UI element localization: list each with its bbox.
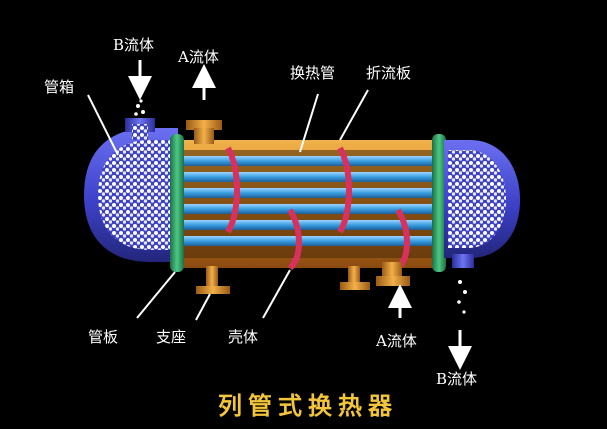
supports [196, 266, 370, 294]
label-header: 管箱 [44, 78, 74, 96]
tube-sheets [170, 134, 446, 272]
label-b-fluid-out: B流体 [436, 370, 477, 388]
label-support: 支座 [156, 328, 186, 346]
label-baffle: 折流板 [366, 64, 411, 82]
label-b-fluid-in: B流体 [113, 36, 154, 54]
a-fluid-outlet-nozzle [186, 120, 222, 144]
right-header [444, 140, 520, 258]
label-tubes: 换热管 [290, 64, 335, 82]
label-shell: 壳体 [228, 328, 258, 346]
label-tube-sheet: 管板 [88, 328, 118, 346]
heat-exchange-tubes [178, 156, 440, 246]
label-a-fluid-in: A流体 [375, 332, 417, 350]
diagram-title: 列管式换热器 [218, 392, 398, 420]
left-header [84, 128, 178, 262]
leader-lines [87, 89, 369, 321]
b-fluid-inlet-nozzle [125, 99, 155, 140]
label-a-fluid-out: A流体 [177, 48, 219, 66]
a-fluid-inlet-nozzle [376, 262, 410, 286]
b-fluid-outlet-nozzle [452, 254, 474, 314]
flow-arrows [128, 60, 472, 370]
